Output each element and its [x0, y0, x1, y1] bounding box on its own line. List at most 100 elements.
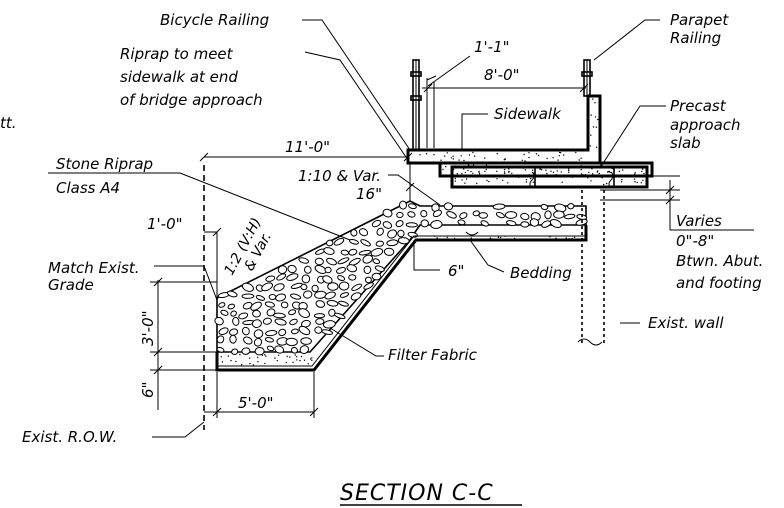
concrete-dot: [556, 170, 558, 172]
concrete-dot: [496, 178, 498, 180]
riprap-stone: [324, 266, 332, 274]
concrete-dot: [558, 151, 561, 154]
riprap-stone: [322, 320, 336, 329]
bedding-dot: [436, 239, 438, 241]
bedding-dot: [289, 356, 291, 358]
bedding-dot: [436, 237, 438, 239]
bedding-dot: [497, 236, 500, 238]
concrete-dot: [594, 102, 596, 104]
bedding-dot: [489, 237, 491, 240]
riprap-stone: [348, 248, 358, 256]
bedding-dot: [296, 359, 298, 361]
riprap-stone: [298, 308, 311, 319]
concrete-dot: [580, 157, 582, 159]
riprap-stone: [382, 221, 393, 229]
slope-ratio-label: 1:10 & Var.: [298, 167, 381, 185]
riprap-stone: [495, 211, 505, 219]
riprap-stone: [298, 257, 310, 264]
concrete-dot: [525, 179, 528, 181]
riprap-stone: [397, 229, 405, 238]
concrete-dot: [640, 182, 643, 184]
bedding-label: Bedding: [510, 264, 572, 282]
riprap-stone: [520, 212, 530, 221]
riprap-stone: [238, 312, 249, 320]
riprap-stone: [323, 247, 335, 255]
concrete-dot: [590, 134, 592, 136]
concrete-dot: [546, 157, 548, 160]
concrete-dot: [530, 177, 532, 180]
section-title: SECTION C-C: [340, 481, 494, 506]
concrete-dot: [555, 174, 557, 176]
match-grade-label-2: Grade: [48, 276, 94, 294]
riprap-stone: [337, 275, 346, 282]
concrete-dot: [425, 153, 428, 155]
bedding-dot: [470, 239, 472, 241]
concrete-dot: [485, 164, 488, 166]
bedding-dot: [573, 236, 576, 238]
riprap-stone: [288, 309, 297, 316]
concrete-dot: [636, 181, 638, 184]
concrete-dot: [580, 168, 582, 171]
riprap-stone: [529, 218, 540, 227]
concrete-dot: [601, 167, 603, 169]
concrete-dot: [446, 152, 448, 154]
concrete-dot: [472, 151, 474, 154]
riprap-stone: [395, 220, 404, 228]
concrete-dot: [452, 155, 454, 157]
riprap-stone: [220, 309, 229, 316]
bedding-dot: [292, 361, 294, 363]
riprap-stone: [322, 275, 333, 284]
concrete-dot: [465, 178, 468, 180]
concrete-dot: [454, 177, 456, 180]
concrete-dot: [558, 155, 560, 157]
concrete-dot: [473, 155, 476, 157]
concrete-dot: [563, 154, 565, 156]
concrete-dot: [484, 157, 486, 159]
dim-6-bedding: 6": [448, 262, 464, 280]
concrete-dot: [473, 166, 475, 169]
concrete-dot: [464, 171, 467, 174]
riprap-stone: [430, 220, 443, 229]
riprap-stone: [420, 210, 428, 218]
riprap-note-3: of bridge approach: [120, 91, 263, 109]
riprap-stone: [333, 312, 346, 320]
concrete-dot: [591, 168, 593, 170]
concrete-dot: [531, 169, 534, 171]
riprap-stone: [564, 213, 576, 220]
riprap-stone: [314, 326, 323, 334]
bedding-dot: [257, 356, 259, 359]
filter-fabric-label: Filter Fabric: [388, 346, 478, 364]
bedding-dot: [571, 237, 573, 240]
concrete-dot: [535, 165, 538, 168]
bedding-dot: [499, 236, 502, 239]
bedding-dot: [221, 361, 224, 363]
bedding-dot: [453, 237, 456, 240]
concrete-dot: [531, 174, 533, 176]
riprap-stone: [227, 303, 236, 310]
riprap-stone: [261, 282, 274, 292]
riprap-stone: [540, 203, 549, 211]
riprap-stone: [480, 220, 489, 227]
concrete-dot: [545, 169, 547, 171]
concrete-dot: [496, 170, 498, 173]
riprap-stone: [459, 212, 468, 220]
concrete-dot: [546, 172, 548, 175]
bedding-dot: [285, 361, 288, 364]
riprap-stone: [241, 293, 255, 299]
riprap-stone: [505, 220, 517, 227]
concrete-dot: [508, 168, 510, 170]
concrete-dot: [590, 174, 593, 176]
concrete-dot: [609, 171, 611, 174]
concrete-dot: [611, 167, 613, 170]
riprap-stone: [363, 265, 372, 274]
riprap-stone: [241, 326, 250, 336]
concrete-dot: [621, 178, 623, 181]
riprap-stone: [216, 346, 225, 353]
dim-8-0: 8'-0": [484, 66, 520, 84]
riprap-stone: [472, 210, 480, 217]
concrete-dot: [521, 166, 523, 169]
concrete-dot: [502, 179, 504, 181]
riprap-stone: [520, 221, 530, 228]
precast-approach-slab: [438, 161, 654, 189]
